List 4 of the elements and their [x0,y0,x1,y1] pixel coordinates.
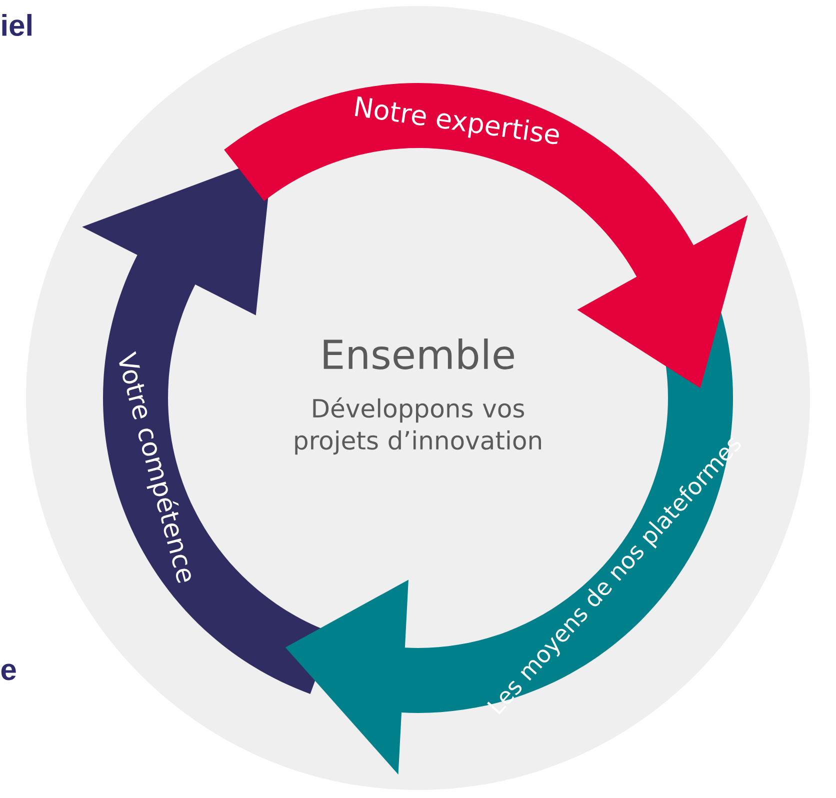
title-text: Ensemble [324,338,514,370]
cut-off-text: iel [2,14,32,36]
arrow-label: Notre expertise [354,96,559,144]
subtitle-text: Développons vos projets d’innovation [295,397,541,455]
